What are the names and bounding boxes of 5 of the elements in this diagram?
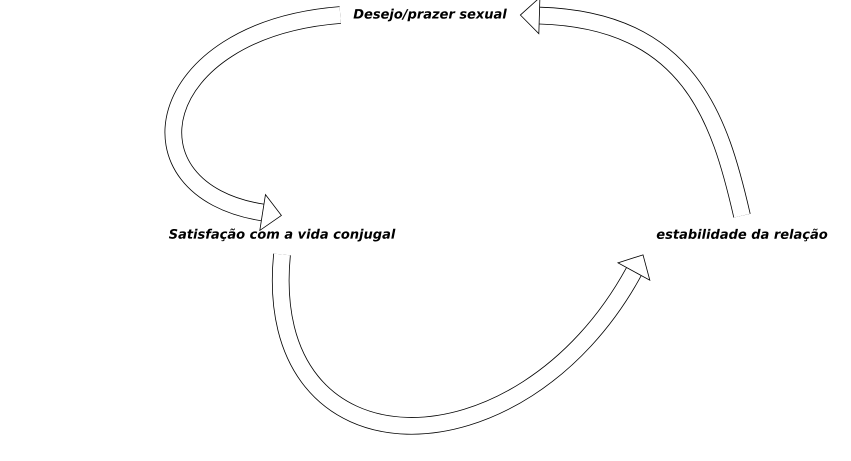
curved-block-arrow — [273, 254, 650, 434]
curved-block-arrow — [520, 0, 751, 218]
node-text: Desejo/prazer sexual — [354, 8, 507, 22]
node-text: estabilidade da relação — [656, 228, 828, 242]
node-text: Satisfação com a vida conjugal — [168, 228, 396, 242]
